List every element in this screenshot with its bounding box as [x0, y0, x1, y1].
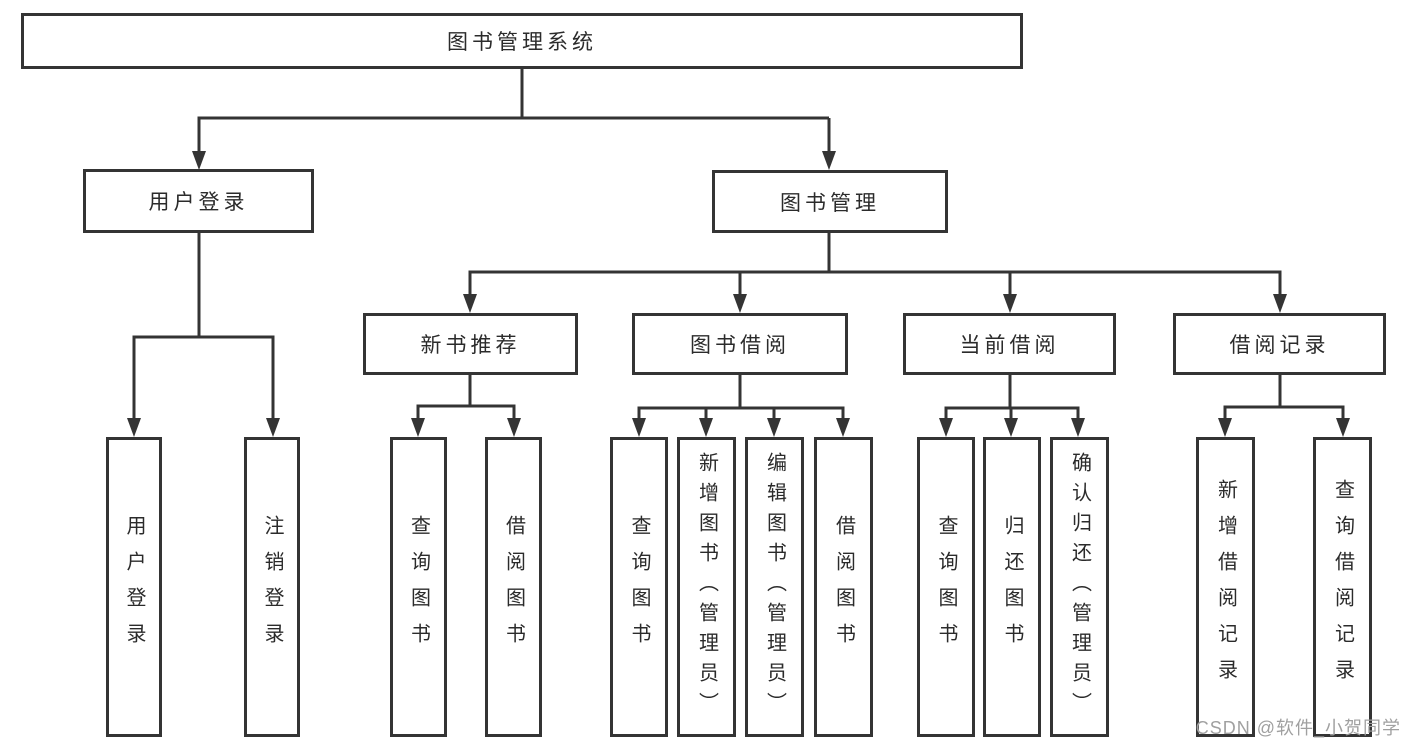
node-new-book-recommend: 新书推荐 — [363, 313, 578, 375]
connector-current-borrowing-to-children — [939, 375, 1085, 437]
node-label: 新书推荐 — [420, 334, 521, 357]
leaf-confirm-return-admin: 确认归还（管理员） — [1050, 437, 1109, 737]
node-label: 归还图书 — [1001, 515, 1023, 659]
leaf-add-borrow-record: 新增借阅记录 — [1196, 437, 1255, 737]
connector-book-borrowing-to-children — [632, 375, 850, 437]
node-user-login: 用户登录 — [83, 169, 314, 233]
node-label: 新增图书（管理员） — [695, 452, 718, 722]
leaf-add-books-admin: 新增图书（管理员） — [677, 437, 736, 737]
node-label: 查询图书 — [407, 515, 430, 659]
node-label: 查询图书 — [935, 515, 957, 659]
node-label: 借阅图书 — [832, 515, 855, 659]
node-label: 用户登录 — [123, 515, 145, 659]
connector-book-management-to-level3 — [463, 233, 1287, 313]
node-book-borrowing: 图书借阅 — [632, 313, 848, 375]
node-label: 确认归还（管理员） — [1068, 452, 1091, 722]
node-label: 编辑图书（管理员） — [763, 452, 786, 722]
csdn-watermark: CSDN @软件_小贺同学 — [1195, 718, 1401, 738]
node-label: 查询借阅记录 — [1331, 479, 1354, 695]
leaf-edit-books-admin: 编辑图书（管理员） — [745, 437, 804, 737]
connector-borrow-records-to-children — [1218, 375, 1350, 437]
leaf-query-borrow-record: 查询借阅记录 — [1313, 437, 1372, 737]
node-borrow-records: 借阅记录 — [1173, 313, 1386, 375]
leaf-user-login: 用户登录 — [106, 437, 162, 737]
node-book-management: 图书管理 — [712, 170, 948, 233]
node-label: 用户登录 — [148, 191, 249, 214]
leaf-logout: 注销登录 — [244, 437, 300, 737]
node-label: 图书管理系统 — [447, 31, 597, 54]
connector-user-login-to-children — [127, 233, 280, 437]
node-library-management-system: 图书管理系统 — [21, 13, 1023, 69]
leaf-borrow-books-recommend: 借阅图书 — [485, 437, 542, 737]
node-label: 当前借阅 — [959, 334, 1060, 357]
node-label: 图书管理 — [780, 191, 880, 215]
leaf-return-books: 归还图书 — [983, 437, 1041, 737]
leaf-borrow-books: 借阅图书 — [814, 437, 873, 737]
connector-new-book-recommend-to-children — [411, 375, 521, 437]
leaf-query-books-current: 查询图书 — [917, 437, 975, 737]
node-label: 注销登录 — [261, 515, 283, 659]
node-label: 新增借阅记录 — [1214, 479, 1237, 695]
connector-root-to-level2 — [192, 69, 836, 170]
node-current-borrowing: 当前借阅 — [903, 313, 1116, 375]
node-label: 查询图书 — [628, 515, 650, 659]
node-label: 图书借阅 — [690, 334, 790, 357]
node-label: 借阅图书 — [502, 515, 525, 659]
leaf-query-books-recommend: 查询图书 — [390, 437, 447, 737]
node-label: 借阅记录 — [1229, 334, 1330, 357]
leaf-query-books-borrowing: 查询图书 — [610, 437, 668, 737]
